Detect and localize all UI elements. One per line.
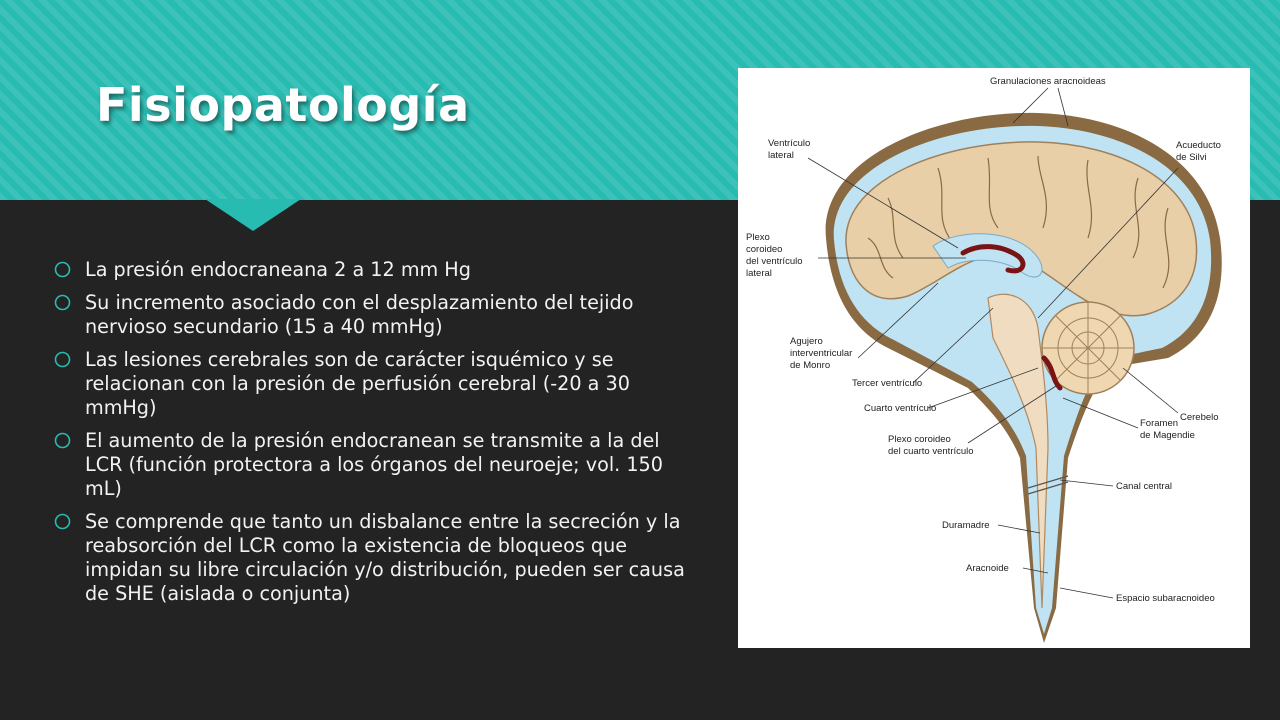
bullet-item: Su incremento asociado con el desplazami… — [52, 291, 702, 339]
leader-lines — [807, 87, 1179, 599]
circle-bullet-icon — [54, 261, 71, 278]
label-canal-central: Canal central — [1116, 481, 1172, 492]
choroid-plexus-lateral — [960, 244, 1026, 274]
cerebellum — [1041, 301, 1135, 395]
label-foramen-2: de Magendie — [1140, 430, 1195, 441]
bullet-text: El aumento de la presión endocranean se … — [85, 429, 663, 500]
bullet-item: Se comprende que tanto un disbalance ent… — [52, 510, 702, 606]
cerebrum — [845, 141, 1198, 317]
label-espacio-subaracnoideo: Espacio subaracnoideo — [1116, 593, 1215, 604]
label-foramen: Foramen — [1140, 418, 1178, 429]
brain-sagittal-illustration: Granulaciones aracnoideas Ventrículo lat… — [746, 76, 1222, 643]
circle-bullet-icon — [54, 432, 71, 449]
label-ventriculo-lateral-2: lateral — [768, 150, 794, 161]
bullet-text: Las lesiones cerebrales son de carácter … — [85, 348, 630, 419]
label-plexo-lateral-3: del ventrículo — [746, 256, 803, 267]
circle-bullet-icon — [54, 351, 71, 368]
label-plexo-cuarto-2: del cuarto ventrículo — [888, 446, 974, 457]
bullet-text: La presión endocraneana 2 a 12 mm Hg — [85, 258, 471, 281]
label-plexo-lateral-2: coroideo — [746, 244, 782, 255]
circle-bullet-icon — [54, 513, 71, 530]
label-granulaciones: Granulaciones aracnoideas — [990, 76, 1106, 87]
label-cerebelo: Cerebelo — [1180, 412, 1219, 423]
label-aracnoide: Aracnoide — [966, 563, 1009, 574]
canal-central-cut — [1027, 475, 1069, 495]
csf-circulation-diagram: Granulaciones aracnoideas Ventrículo lat… — [738, 68, 1250, 648]
brainstem — [987, 293, 1049, 609]
label-duramadre: Duramadre — [942, 520, 990, 531]
label-agujero: Agujero — [790, 336, 823, 347]
banner-notch — [205, 199, 301, 231]
label-tercer-ventriculo: Tercer ventrículo — [852, 378, 922, 389]
label-acueducto: Acueducto — [1176, 140, 1221, 151]
circle-bullet-icon — [54, 294, 71, 311]
label-agujero-3: de Monro — [790, 360, 830, 371]
bullet-item: El aumento de la presión endocranean se … — [52, 429, 702, 501]
bullet-item: Las lesiones cerebrales son de carácter … — [52, 348, 702, 420]
label-plexo-lateral: Plexo — [746, 232, 770, 243]
label-plexo-cuarto: Plexo coroideo — [888, 434, 951, 445]
label-ventriculo-lateral: Ventrículo — [768, 138, 810, 149]
choroid-plexus-fourth — [1041, 355, 1063, 391]
label-plexo-lateral-4: lateral — [746, 268, 772, 279]
lateral-ventricle — [932, 233, 1043, 278]
slide-title: Fisiopatología — [96, 78, 470, 132]
bullet-item: La presión endocraneana 2 a 12 mm Hg — [52, 258, 702, 282]
bullet-text: Su incremento asociado con el desplazami… — [85, 291, 634, 338]
label-cuarto-ventriculo: Cuarto ventrículo — [864, 403, 936, 414]
label-acueducto-2: de Silvi — [1176, 152, 1207, 163]
bullet-list: La presión endocraneana 2 a 12 mm Hg Su … — [52, 258, 702, 615]
label-agujero-2: interventricular — [790, 348, 852, 359]
bullet-text: Se comprende que tanto un disbalance ent… — [85, 510, 685, 605]
